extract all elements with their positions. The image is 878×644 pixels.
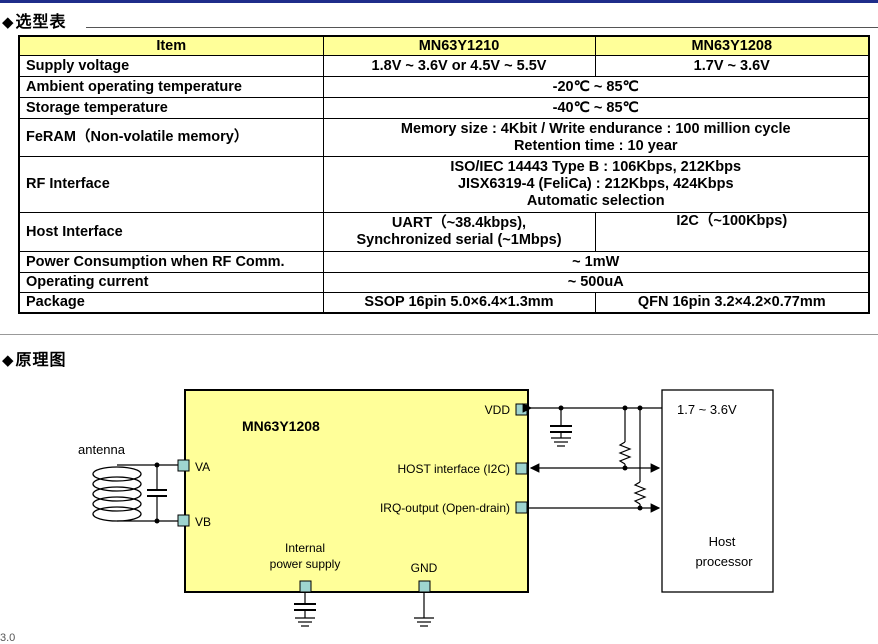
table-row: Host Interface UART（~38.4kbps), Synchron… xyxy=(18,212,870,252)
table-row: Package SSOP 16pin 5.0×6.4×1.3mm QFN 16p… xyxy=(18,292,870,313)
feram-value: Memory size : 4Kbit / Write endurance : … xyxy=(322,118,870,157)
schematic-diagram: MN63Y1208 VA VB VDD HOST interface (I2C)… xyxy=(78,389,774,627)
pin-va xyxy=(177,459,190,472)
current-value: ~ 500uA xyxy=(322,272,870,293)
pin-vdd-label: VDD xyxy=(485,403,511,417)
section-divider xyxy=(0,334,878,335)
row-label-supply: Supply voltage xyxy=(18,55,324,77)
supply-mn63y1210: 1.8V ~ 3.6V or 4.5V ~ 5.5V xyxy=(322,55,596,77)
selection-table-title-text: 选型表 xyxy=(15,12,67,31)
chip-name: MN63Y1208 xyxy=(242,418,320,434)
header-item: Item xyxy=(18,35,324,56)
supply-mn63y1208: 1.7V ~ 3.6V xyxy=(594,55,870,77)
internal-power-line-1: Internal xyxy=(285,541,325,555)
ground-symbol-icon xyxy=(551,437,571,447)
top-border xyxy=(0,0,878,3)
ground-symbol-icon xyxy=(295,617,315,627)
selection-table-title: ◆选型表 xyxy=(2,8,67,32)
host-line-1: Host xyxy=(709,534,736,549)
pin-irq xyxy=(515,501,528,514)
antenna-label: antenna xyxy=(78,442,126,457)
pin-internal-power xyxy=(299,580,312,593)
row-label-storage: Storage temperature xyxy=(18,97,324,119)
header-mn63y1210: MN63Y1210 xyxy=(322,35,596,56)
host-mn63y1210: UART（~38.4kbps), Synchronized serial (~1… xyxy=(322,212,596,252)
pin-vb-label: VB xyxy=(195,515,211,529)
row-label-rf: RF Interface xyxy=(18,156,324,213)
pullup-resistor-icon xyxy=(618,441,632,465)
pin-va-label: VA xyxy=(195,460,210,474)
row-label-package: Package xyxy=(18,292,324,313)
row-label-ambient: Ambient operating temperature xyxy=(18,76,324,98)
pin-vb xyxy=(177,514,190,527)
host-mn63y1210-line-2: Synchronized serial (~1Mbps) xyxy=(356,232,562,248)
row-label-power: Power Consumption when RF Comm. xyxy=(18,251,324,273)
page-edge-number: 3.0 xyxy=(0,632,16,644)
chip-body xyxy=(184,389,529,593)
table-row: Storage temperature -40℃ ~ 85℃ xyxy=(18,97,870,119)
junction-dot xyxy=(154,462,160,468)
rf-line-2: JISX6319-4 (FeliCa) : 212Kbps, 424Kbps xyxy=(457,176,734,192)
pin-gnd xyxy=(418,580,431,593)
pullup-resistor-icon xyxy=(633,481,647,505)
pin-vdd xyxy=(515,403,528,416)
pin-host-label: HOST interface (I2C) xyxy=(398,462,510,476)
tuning-capacitor-icon xyxy=(147,489,167,497)
internal-power-line-2: power supply xyxy=(270,557,341,571)
pin-irq-label: IRQ-output (Open-drain) xyxy=(380,501,510,515)
power-value: ~ 1mW xyxy=(322,251,870,273)
power-capacitor-icon xyxy=(294,603,316,611)
feram-line-1: Memory size : 4Kbit / Write endurance : … xyxy=(400,120,791,137)
ground-symbol-icon xyxy=(414,617,434,627)
table-row: Operating current ~ 500uA xyxy=(18,272,870,293)
feram-line-2: Retention time : 10 year xyxy=(513,137,678,154)
spec-table: Item MN63Y1210 MN63Y1208 Supply voltage … xyxy=(18,35,870,314)
table-row: FeRAM（Non-volatile memory） Memory size :… xyxy=(18,118,870,157)
rf-value: ISO/IEC 14443 Type B : 106Kbps, 212Kbps … xyxy=(322,156,870,213)
junction-dot xyxy=(154,518,160,524)
table-row: RF Interface ISO/IEC 14443 Type B : 106K… xyxy=(18,156,870,213)
bypass-capacitor-icon xyxy=(550,425,572,433)
header-mn63y1208: MN63Y1208 xyxy=(594,35,870,56)
host-voltage: 1.7 ~ 3.6V xyxy=(677,402,737,417)
title-underline xyxy=(86,27,878,28)
ambient-value: -20℃ ~ 85℃ xyxy=(322,76,870,98)
host-mn63y1208: I2C（~100Kbps) xyxy=(594,212,870,252)
rf-line-1: ISO/IEC 14443 Type B : 106Kbps, 212Kbps xyxy=(450,159,742,175)
table-header-row: Item MN63Y1210 MN63Y1208 xyxy=(18,35,870,56)
package-mn63y1208: QFN 16pin 3.2×4.2×0.77mm xyxy=(594,292,870,313)
host-processor-box xyxy=(661,389,774,593)
table-row: Power Consumption when RF Comm. ~ 1mW xyxy=(18,251,870,273)
table-row: Ambient operating temperature -20℃ ~ 85℃ xyxy=(18,76,870,98)
row-label-feram: FeRAM（Non-volatile memory） xyxy=(18,118,324,157)
rf-line-3: Automatic selection xyxy=(526,193,665,209)
host-line-2: processor xyxy=(695,554,753,569)
package-mn63y1210: SSOP 16pin 5.0×6.4×1.3mm xyxy=(322,292,596,313)
pin-host xyxy=(515,462,528,475)
schematic-title: ◆原理图 xyxy=(2,346,67,370)
junction-dot xyxy=(558,405,564,411)
diamond-bullet-icon: ◆ xyxy=(2,13,15,31)
row-label-current: Operating current xyxy=(18,272,324,293)
diamond-bullet-icon: ◆ xyxy=(2,351,15,369)
antenna-coil-icon xyxy=(92,466,142,522)
schematic-title-text: 原理图 xyxy=(15,350,67,369)
storage-value: -40℃ ~ 85℃ xyxy=(322,97,870,119)
host-mn63y1210-line-1: UART（~38.4kbps), xyxy=(391,215,527,231)
row-label-host: Host Interface xyxy=(18,212,324,252)
table-row: Supply voltage 1.8V ~ 3.6V or 4.5V ~ 5.5… xyxy=(18,55,870,77)
pin-gnd-label: GND xyxy=(411,561,438,575)
